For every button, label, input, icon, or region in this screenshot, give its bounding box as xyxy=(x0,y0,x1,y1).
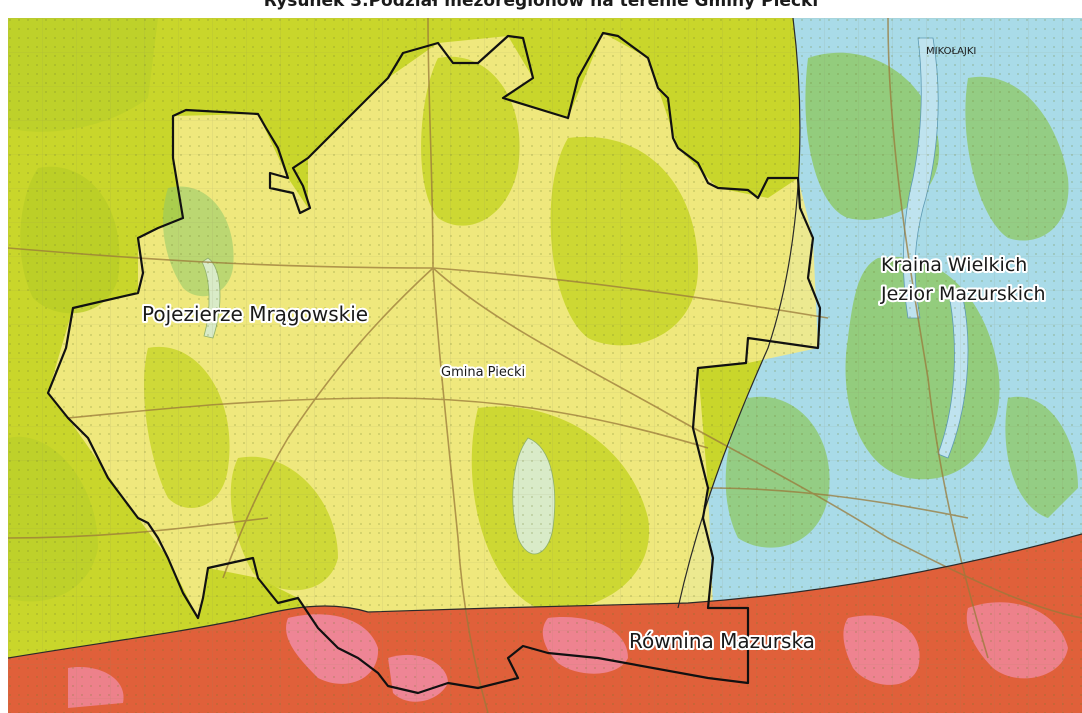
map-title: Rysunek 3.Podział mezoregionów na tereni… xyxy=(263,0,819,11)
region-boundary-line xyxy=(677,18,801,609)
gmina-boundary xyxy=(46,31,822,695)
map-canvas[interactable]: MIKOŁAJKI Pojezierze Mrągowskie Gmina Pi… xyxy=(8,18,1082,713)
road-network xyxy=(8,18,1082,713)
region-boundary-line xyxy=(8,533,1082,659)
region-label-wielkich-jezior-line1: Kraina Wielkich xyxy=(881,254,1027,276)
region-label-wielkich-jezior-line2: Jezior Mazurskich xyxy=(880,283,1046,305)
map-grid xyxy=(8,18,1082,713)
gmina-label: Gmina Piecki xyxy=(441,365,525,380)
region-label-mazurska: Równina Mazurska xyxy=(629,629,815,653)
map-frame[interactable]: MIKOŁAJKI Pojezierze Mrągowskie Gmina Pi… xyxy=(8,18,1082,713)
town-label: MIKOŁAJKI xyxy=(926,46,976,57)
region-label-mragowskie: Pojezierze Mrągowskie xyxy=(142,302,368,326)
